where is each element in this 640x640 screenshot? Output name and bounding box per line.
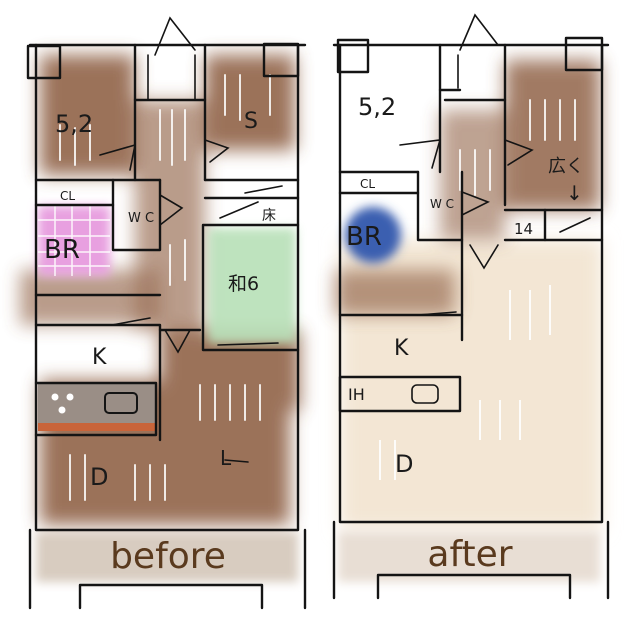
after-bath-label: BR [346,222,382,252]
before-storage-label: S [244,109,258,134]
after-closet-label: CL [360,177,375,191]
before-closet-label: CL [60,189,75,203]
after-kitchen-label: K [394,336,409,361]
after-walls [332,13,610,600]
after-sink [411,384,439,404]
after-floor-planks [459,99,576,196]
after-wc-label: W C [430,197,454,211]
before-bedroom-label: 5,2 [55,110,93,138]
after-caption-band [338,532,600,582]
before-bath-label: BR [44,235,80,265]
before-dining-label: D [90,463,108,491]
after-light-planks [379,285,551,480]
before-bath-tiles [38,206,110,276]
after-arrow-label: ↓ [566,181,583,205]
after-plan: 5,2 CL W C BR 広く ↓ 14 K IH D after [332,13,610,600]
after-caption: after [427,534,512,575]
after-bath-tile [345,207,401,263]
before-washitsu-tatami [208,228,296,343]
after-wood-floor [335,60,600,315]
before-wc-label: W C [128,211,154,226]
before-stove-burners [51,393,74,414]
before-closet-small-label: 床 [262,208,276,224]
before-caption-band [36,532,298,582]
before-plan: 5,2 S CL W C BR 床 和6 K D L before [20,16,307,610]
before-sink [104,392,138,414]
after-dining-label: D [395,450,413,478]
after-wide-label: 広く [548,156,584,177]
before-caption: before [110,536,226,577]
before-washitsu-label: 和6 [228,273,259,295]
before-counter-edge [38,423,156,431]
before-stove-counter [38,383,156,423]
after-bedroom-label: 5,2 [358,93,396,121]
before-living-label: L [220,446,232,470]
before-floor-planks [59,74,271,501]
after-ih-label: IH [348,385,365,404]
after-count-label: 14 [514,220,533,238]
before-kitchen-label: K [92,345,107,370]
before-walls [26,16,307,610]
